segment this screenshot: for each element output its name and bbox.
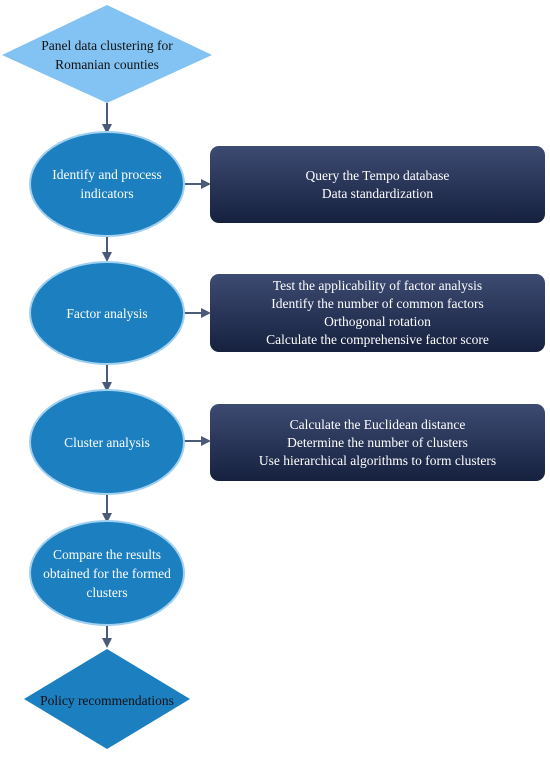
- detail-box-1-text: Query the Tempo database Data standardiz…: [210, 146, 545, 223]
- end-label-line-1: Policy recommendations: [40, 692, 174, 708]
- step3-label: Cluster analysis: [34, 429, 180, 455]
- start-diamond: [2, 5, 212, 103]
- start-label-line-2: Romanian counties: [55, 57, 159, 72]
- detail-item: Use hierarchical algorithms to form clus…: [258, 452, 497, 468]
- detail-box-3: [210, 404, 545, 481]
- step4-label-line-2: obtained for the formed: [43, 565, 171, 581]
- detail-box-2-text: Test the applicability of factor analysi…: [210, 274, 545, 352]
- detail-item: Orthogonal rotation: [324, 314, 431, 329]
- step3-label-line-1: Cluster analysis: [64, 434, 150, 450]
- step1-label-line-1: Identify and process: [52, 167, 162, 182]
- detail-box-3-text: Calculate the Euclidean distance Determi…: [210, 404, 545, 481]
- step4-label: Compare the results obtained for the for…: [30, 544, 184, 602]
- step1-ellipse: [29, 131, 185, 237]
- detail-item: Test the applicability of factor analysi…: [272, 278, 483, 293]
- start-label-line-1: Panel data clustering for: [41, 38, 173, 53]
- detail-item: Calculate the comprehensive factor score: [266, 332, 489, 347]
- detail-box-1: [210, 146, 545, 223]
- step1-label: Identify and process indicators: [34, 160, 180, 208]
- end-label: Policy recommendations: [24, 688, 190, 712]
- detail-item: Identify the number of common factors: [271, 296, 484, 311]
- detail-item: Calculate the Euclidean distance: [289, 416, 466, 432]
- start-label: Panel data clustering for Romanian count…: [22, 30, 192, 80]
- detail-item: Query the Tempo database: [305, 167, 450, 183]
- step4-ellipse: [29, 520, 185, 626]
- end-diamond: [24, 649, 190, 749]
- detail-item: Determine the number of clusters: [287, 434, 468, 450]
- detail-box-2: [210, 274, 545, 352]
- step2-label: Factor analysis: [34, 300, 180, 326]
- step4-label-line-1: Compare the results: [53, 546, 161, 562]
- detail-item: Data standardization: [321, 185, 434, 201]
- step2-ellipse: [29, 261, 185, 365]
- step4-label-line-3: clusters: [86, 584, 128, 600]
- step3-ellipse: [29, 389, 185, 495]
- step1-label-line-2: indicators: [80, 186, 134, 201]
- step2-label-line-1: Factor analysis: [66, 305, 148, 321]
